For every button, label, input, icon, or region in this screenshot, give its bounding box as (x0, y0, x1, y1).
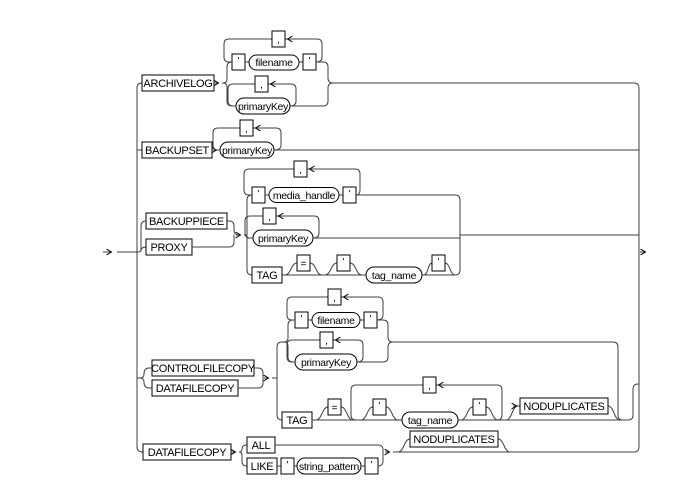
quote-label: ' (370, 314, 372, 325)
quote-label: ' (371, 460, 373, 471)
choice-merge-3b (454, 194, 639, 276)
keyword-proxy-label: PROXY (150, 242, 188, 254)
keyword-datafilecopy-label: DATAFILECOPY (156, 383, 235, 395)
quote-bump (324, 262, 363, 276)
keyword-tag-label: TAG (257, 270, 278, 282)
left-branch-rail (136, 82, 144, 453)
variable-primary-key-label: primaryKey (258, 233, 309, 245)
variable-filename-label: filename (255, 57, 293, 69)
eq-bump (315, 406, 354, 421)
choice-split-3b (246, 194, 253, 276)
repeat-loop (223, 38, 323, 63)
quote-box (336, 254, 351, 272)
comma-label: , (268, 212, 271, 223)
keyword-noduplicates (409, 430, 499, 448)
noduplicates-bump (505, 405, 621, 421)
quote-label: ' (349, 189, 351, 200)
quote-label: ' (287, 460, 289, 471)
repeat-loop (212, 127, 282, 151)
quote-label: ' (438, 257, 440, 268)
comma-box (262, 207, 277, 225)
comma-box (239, 119, 254, 137)
variable-primary-key-label: primaryKey (301, 357, 352, 369)
keyword-tag-label: TAG (287, 415, 308, 427)
choice-split-5 (239, 444, 248, 467)
choice-split-4b (276, 341, 283, 421)
comma-label: , (299, 165, 302, 176)
comma-label: , (245, 124, 248, 135)
keyword-noduplicates-label: NODUPLICATES (523, 401, 604, 413)
quote-bump (460, 406, 499, 421)
branch-backuppiece-proxy: BACKUPPIECE PROXY ' media_handle ' , pri… (137, 160, 639, 284)
keyword-like-label: LIKE (251, 461, 274, 473)
comma-box (422, 376, 437, 394)
quote-bump (423, 262, 456, 276)
repeat-loop (244, 215, 320, 239)
branch5-out (633, 446, 640, 453)
keyword-backuppiece-label: BACKUPPIECE (149, 216, 224, 228)
choice-merge-5 (377, 444, 384, 467)
branch-controlfilecopy-datafilecopy: CONTROLFILECOPY DATAFILECOPY ' filename … (137, 288, 639, 429)
branch-datafilecopy-all-like: DATAFILECOPY ALL LIKE ' string_pattern '… (142, 430, 640, 475)
keyword-controlfilecopy-label: CONTROLFILECOPY (151, 363, 256, 375)
repeat-loop (286, 339, 364, 363)
choice-merge-1 (290, 61, 640, 107)
equals-label: = (332, 403, 338, 414)
variable-tag-name (401, 411, 459, 429)
keyword-noduplicates (519, 397, 609, 415)
variable-string-pattern-label: string_pattern (299, 461, 359, 473)
keyword-noduplicates-label: NODUPLICATES (413, 434, 494, 446)
branch-archivelog: ARCHIVELOG ' filename ' , primaryKey , (141, 30, 640, 115)
choice-merge-4c (357, 319, 624, 421)
quote-bump (360, 406, 399, 421)
variable-filename-label: filename (317, 315, 355, 327)
comma-label: , (277, 35, 280, 46)
repeat-loop (286, 296, 384, 321)
comma-box (254, 75, 269, 93)
keyword-archivelog-label: ARCHIVELOG (143, 78, 212, 90)
quote-box (372, 398, 387, 416)
quote-box (431, 254, 446, 272)
equals-label: = (301, 259, 307, 270)
comma-label: , (260, 80, 263, 91)
quote-label: ' (258, 189, 260, 200)
quote-label: ' (343, 257, 345, 268)
eq-bump (284, 262, 323, 276)
quote-label: ' (479, 401, 481, 412)
choice-merge-4kw (238, 367, 264, 389)
quote-label: ' (379, 401, 381, 412)
comma-box (319, 331, 334, 349)
comma-label: , (333, 293, 336, 304)
repeat-loop (243, 168, 361, 196)
quote-label: ' (238, 56, 240, 67)
trunk-lines (103, 82, 645, 453)
keyword-backupset-label: BACKUPSET (145, 145, 210, 157)
keyword-datafilecopy-label: DATAFILECOPY (148, 447, 227, 459)
variable-tag-name (365, 266, 423, 284)
equals-box (296, 254, 311, 272)
quote-label: ' (309, 56, 311, 67)
variable-primary-key-label: primaryKey (238, 101, 289, 113)
comma-label: , (428, 381, 431, 392)
branch-backupset: BACKUPSET primaryKey , (137, 119, 639, 159)
branch4-out (627, 383, 639, 421)
comma-label: , (325, 336, 328, 347)
choice-split-4 (137, 367, 152, 389)
variable-tag-name-label: tag_name (372, 270, 417, 282)
comma-box (271, 30, 286, 48)
choice-split-3 (137, 220, 147, 253)
variable-primary-key-label: primaryKey (222, 145, 273, 157)
repeat-loop (227, 83, 297, 107)
comma-box (293, 160, 308, 178)
noduplicates-bump (397, 438, 511, 453)
repeat-loop (350, 384, 503, 421)
quote-label: ' (301, 314, 303, 325)
variable-tag-name-label: tag_name (408, 415, 453, 427)
equals-box (327, 398, 342, 416)
comma-box (327, 288, 342, 306)
variable-media-handle-label: media_handle (273, 190, 336, 202)
quote-box (472, 398, 487, 416)
keyword-all-label: ALL (252, 440, 271, 452)
